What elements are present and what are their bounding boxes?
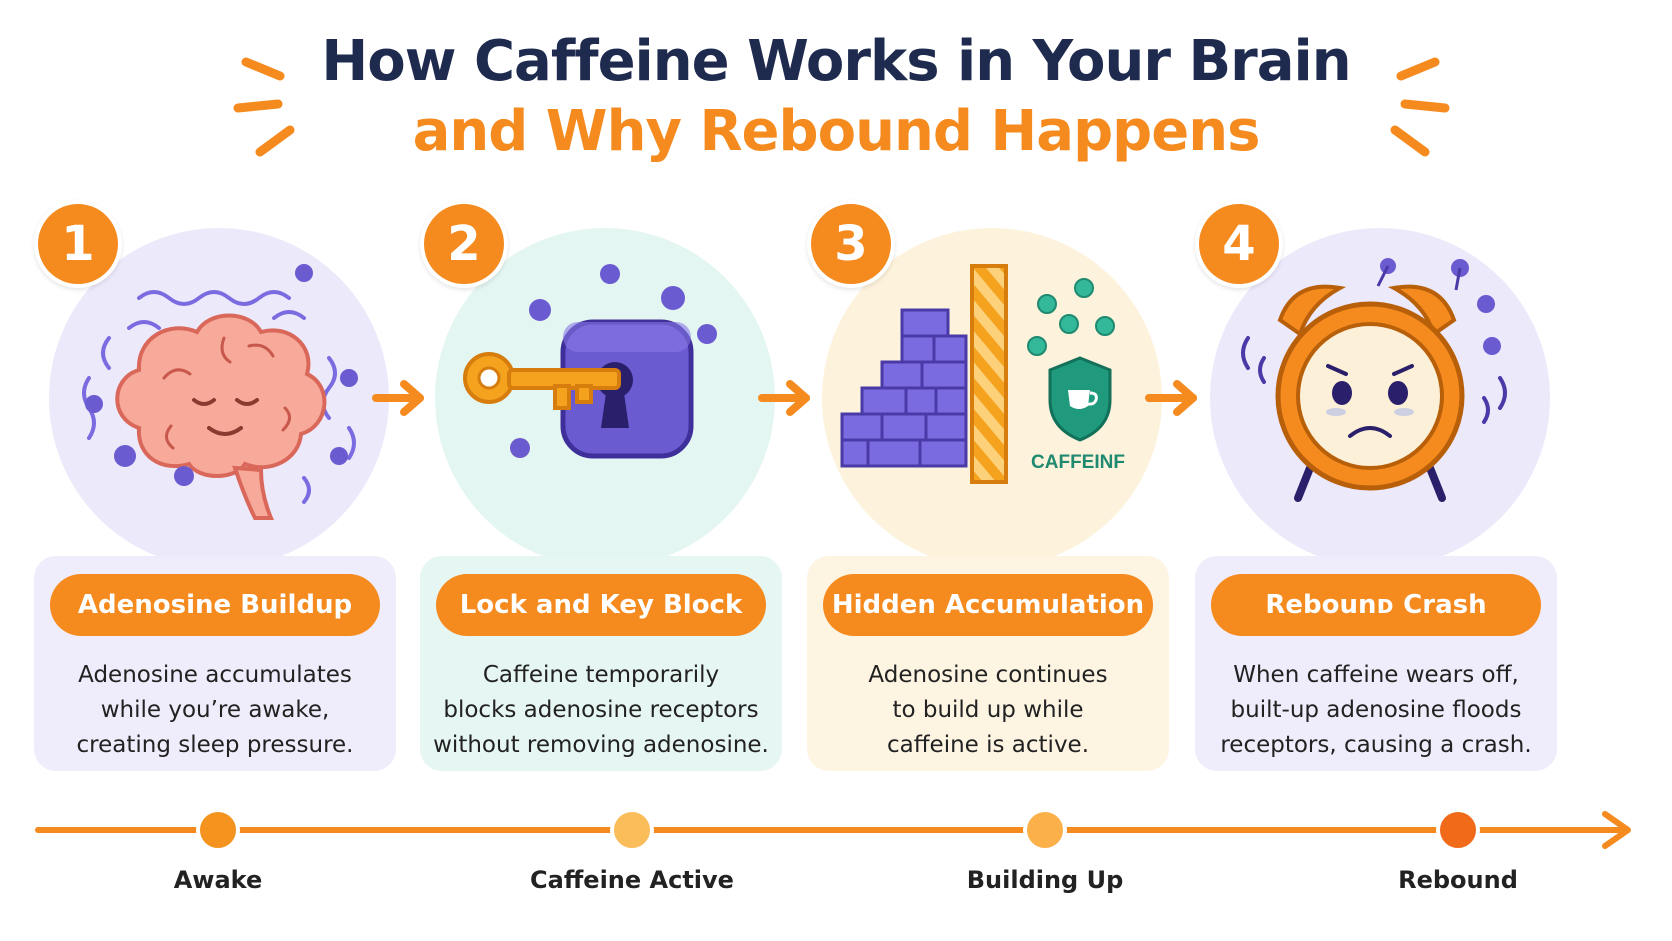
step-description: When caffeine wears off, built-up adenos… — [1220, 662, 1532, 758]
step-card: Adenosine Buildup Adenosine accumulates … — [34, 556, 396, 771]
step-card: Rebounᴅ Crash When caffeine wears off, b… — [1195, 556, 1557, 771]
arrow-right-icon — [758, 380, 810, 416]
title-line-1: How Caffeine Works in Your Brain — [321, 29, 1351, 94]
timeline-dot-awake — [196, 808, 240, 852]
step-card: Hidden Accumulation Adenosine continues … — [807, 556, 1169, 771]
burst-left-icon — [233, 57, 295, 157]
step-title: Adenosine Buildup — [50, 574, 380, 636]
alarm-clock-icon — [1210, 228, 1550, 568]
timeline-dot-caffeine-active — [610, 808, 654, 852]
step-title: Hidden Accumulation — [823, 574, 1153, 636]
caffeine-badge-label: CAFFEINF — [1031, 452, 1125, 473]
burst-right-icon — [1390, 57, 1450, 157]
step-4: 4 Rebounᴅ Crash When caffeine wears off,… — [1195, 200, 1575, 780]
step-2: 2 Lock and Key Block Caffeine temporaril… — [420, 200, 800, 780]
step-description: Adenosine continues to build up while ca… — [868, 662, 1108, 758]
step-3: CAFFEINF 3 Hidden Accumulation Adenosine… — [807, 200, 1187, 780]
step-description: Caffeine temporarily blocks adenosine re… — [433, 662, 769, 758]
step-card: Lock and Key Block Caffeine temporarily … — [420, 556, 782, 771]
step-number-badge: 4 — [1195, 200, 1283, 288]
step-title: Rebounᴅ Crash — [1211, 574, 1541, 636]
timeline-dot-rebound — [1436, 808, 1480, 852]
step-description: Adenosine accumulates while you’re awake… — [76, 662, 354, 758]
brain-icon — [49, 228, 389, 568]
timeline-label-rebound: Rebound — [1398, 866, 1518, 894]
timeline: Awake Caffeine Active Building Up Reboun… — [0, 800, 1672, 920]
arrow-right-icon — [372, 380, 424, 416]
timeline-label-building-up: Building Up — [966, 866, 1124, 894]
title-line-2: and Why Rebound Happens — [412, 99, 1261, 164]
page-title: How Caffeine Works in Your Brain and Why… — [0, 28, 1672, 168]
timeline-dot-building-up — [1023, 808, 1067, 852]
timeline-label-caffeine-active: Caffeine Active — [530, 866, 734, 894]
timeline-label-awake: Awake — [173, 866, 263, 894]
step-title: Lock and Key Block — [436, 574, 766, 636]
step-1: 1 Adenosine Buildup Adenosine accumulate… — [34, 200, 414, 780]
step-number-badge: 1 — [34, 200, 122, 288]
arrow-right-icon — [1145, 380, 1197, 416]
step-number-badge: 2 — [420, 200, 508, 288]
brick-wall-icon: CAFFEINF — [822, 228, 1162, 568]
step-number-badge: 3 — [807, 200, 895, 288]
lock-and-key-icon — [435, 228, 775, 568]
timeline-track — [35, 808, 1631, 852]
